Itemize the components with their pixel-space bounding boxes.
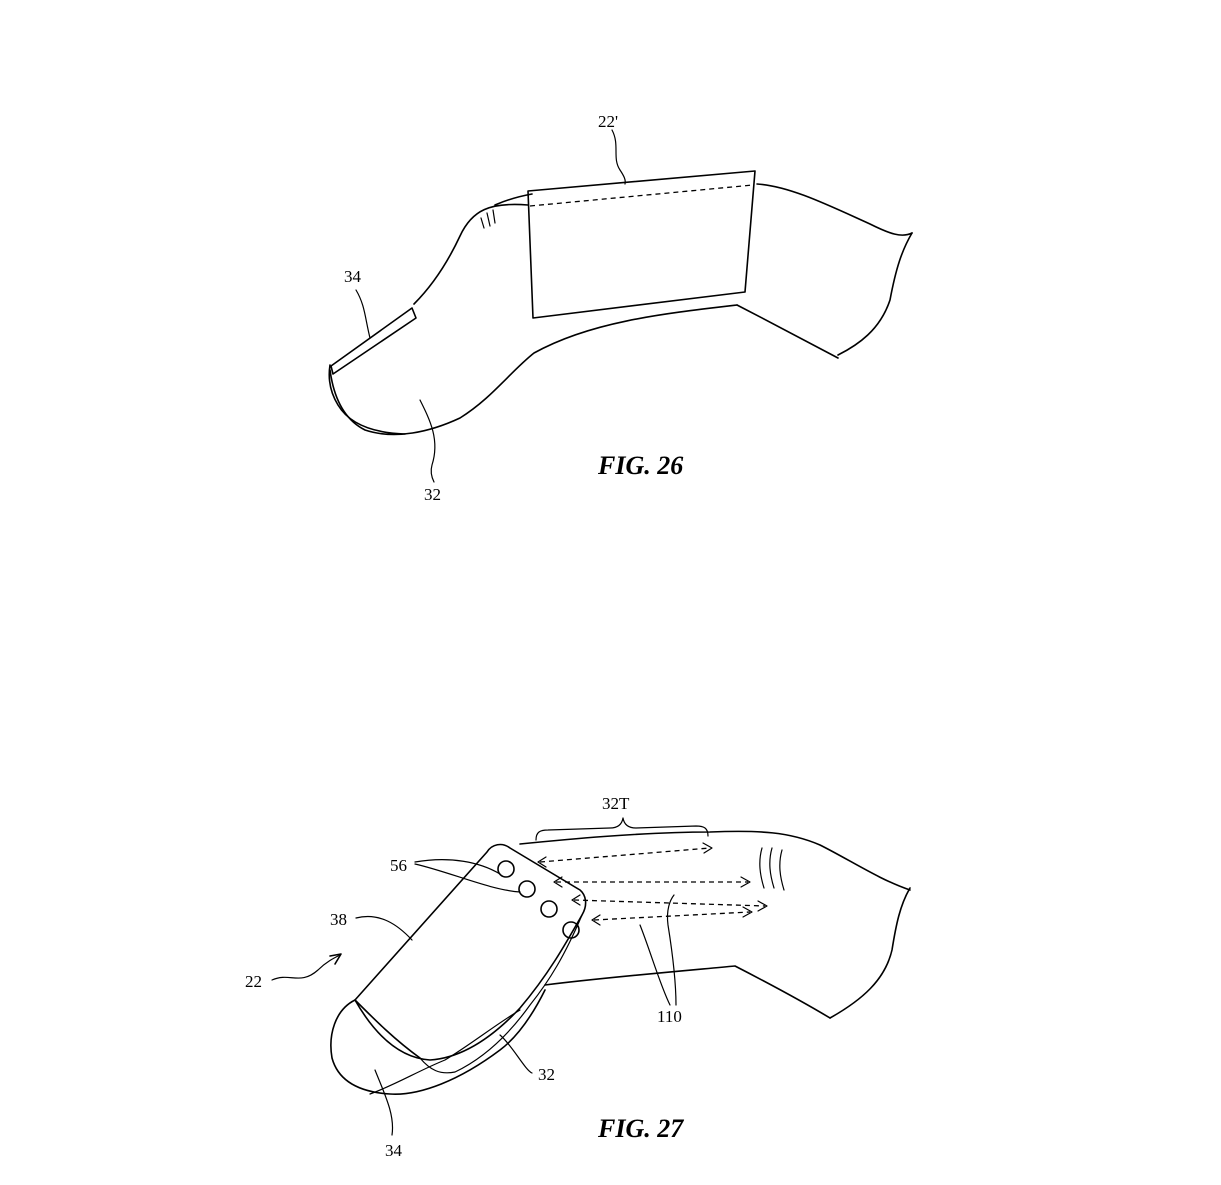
fig27-label-arrows: 110 xyxy=(657,1007,682,1026)
fig27-label-sensors: 56 xyxy=(390,856,407,875)
fig26-leader-pad xyxy=(355,289,371,339)
fig27-sensor-2 xyxy=(518,880,536,898)
fig26-leader-finger xyxy=(419,399,436,483)
fig26-caption: FIG. 26 xyxy=(597,451,683,480)
fig27-label-region: 32T xyxy=(602,794,630,813)
fig27-leader-device-arrowhead xyxy=(329,953,342,965)
fig26-pad xyxy=(330,307,417,375)
fig27-caption: FIG. 27 xyxy=(597,1114,684,1143)
fig26-ring-dashed-edge xyxy=(529,184,754,207)
fig27-label-finger: 32 xyxy=(538,1065,555,1084)
fig27-fingertip xyxy=(330,989,546,1095)
fig27-label-device: 22 xyxy=(245,972,262,991)
fig27-leader-pad xyxy=(374,1069,394,1136)
fig26-ring-band xyxy=(527,170,756,319)
fig27-leader-sensors xyxy=(414,859,521,893)
fig27-wrinkles xyxy=(759,847,785,891)
fig26-label-ring: 22' xyxy=(598,112,618,131)
fig27-sensor-1 xyxy=(497,860,515,878)
fig27-bracket xyxy=(535,817,709,841)
fig27-leader-device xyxy=(271,954,341,981)
fig26-leader-ring xyxy=(611,129,626,185)
fig26-finger-base xyxy=(736,304,839,359)
fig27-label-housing: 38 xyxy=(330,910,347,929)
fig27-leader-finger xyxy=(499,1034,533,1074)
figure-26: 22' 34 32 FIG. 26 xyxy=(328,112,913,504)
fig27-leader-housing xyxy=(355,916,413,941)
fig26-finger-tip xyxy=(328,364,406,435)
fig27-fingertip-inner xyxy=(369,1009,521,1095)
fig26-label-finger: 32 xyxy=(424,485,441,504)
fig27-device-housing xyxy=(354,843,587,1061)
fig26-wrinkles xyxy=(480,209,496,229)
fig27-arrows xyxy=(537,842,768,926)
fig26-finger-outline xyxy=(329,183,913,436)
fig26-finger-right-edge xyxy=(837,232,913,356)
fig27-sensor-4 xyxy=(562,921,580,939)
fig27-leader-arrows xyxy=(639,894,677,1006)
fig27-finger-top xyxy=(519,830,911,891)
fig27-label-pad: 34 xyxy=(385,1141,403,1160)
fig27-finger-bottom xyxy=(544,965,831,1019)
fig27-device-lower-edge xyxy=(354,999,421,1059)
figure-27: 22 38 56 32T 110 32 34 FIG. 27 xyxy=(245,794,911,1160)
fig26-label-pad: 34 xyxy=(344,267,362,286)
fig27-sensor-3 xyxy=(540,900,558,918)
fig27-finger-right-edge xyxy=(829,887,911,1019)
